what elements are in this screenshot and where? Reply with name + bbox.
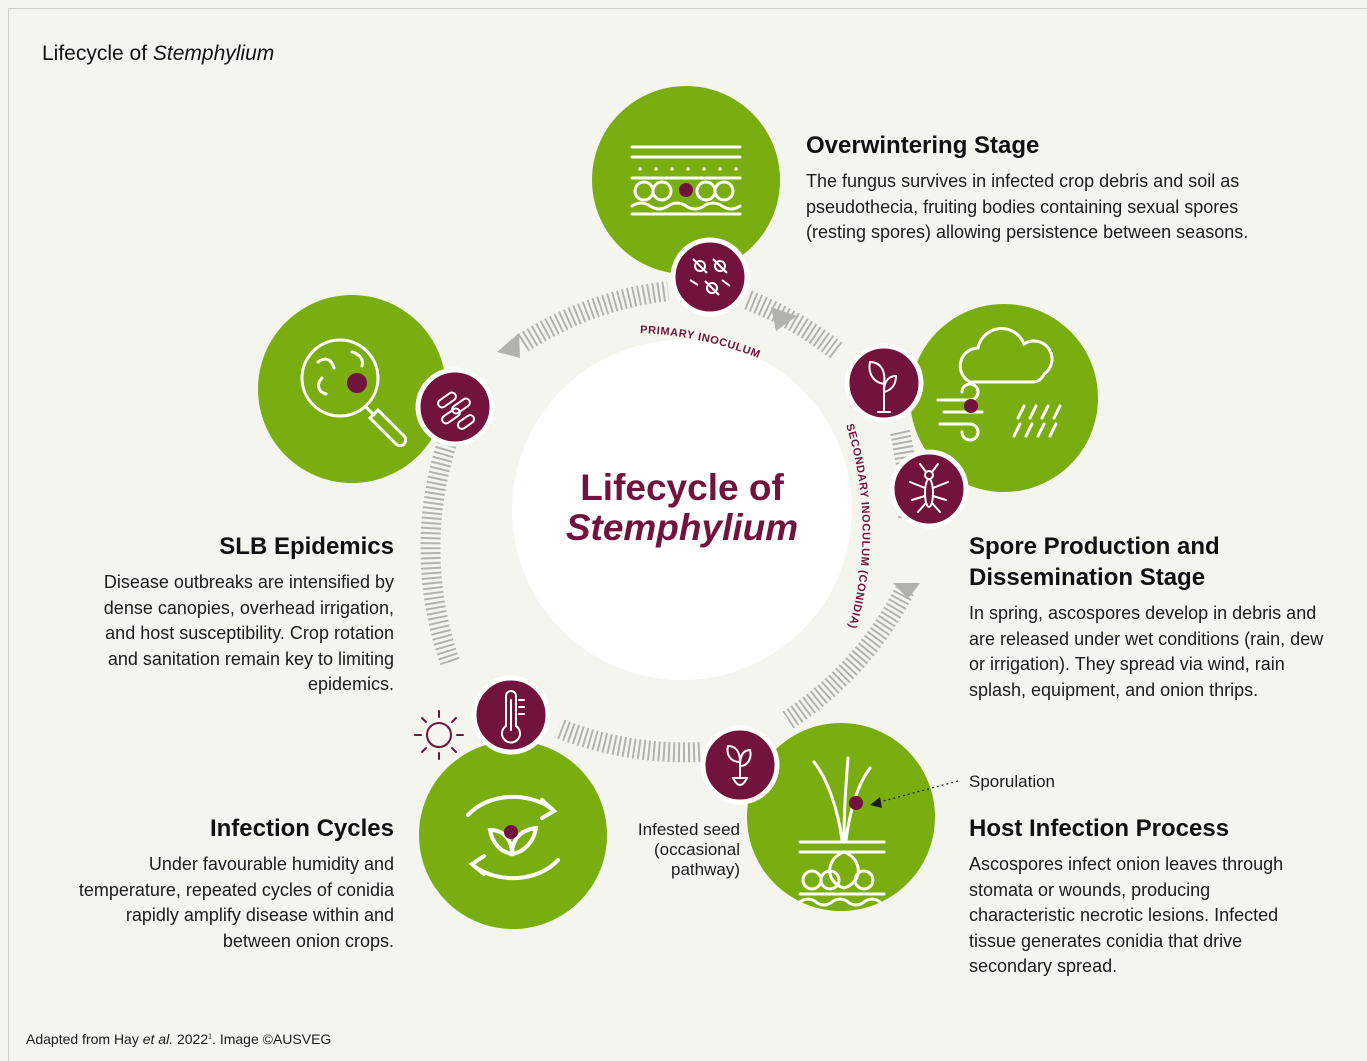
arrowhead-left-top	[497, 333, 520, 358]
host-infection-stage-block: Host Infection Process Ascospores infect…	[969, 813, 1309, 980]
infection-cycles-node	[419, 741, 607, 929]
thermometer-icon	[501, 690, 525, 744]
seedling-node	[844, 343, 924, 423]
sun-icon	[414, 710, 464, 760]
thermometer-node	[471, 675, 551, 755]
thrips-node	[889, 449, 969, 529]
page-title: Lifecycle of Stemphylium	[42, 42, 275, 65]
thrips-insect-icon	[909, 463, 949, 513]
arrowhead-top-right	[771, 307, 797, 331]
center-title: Lifecycle of Stemphylium	[512, 388, 852, 628]
infection-cycles-title: Infection Cycles	[209, 815, 394, 842]
center-title-line1: Lifecycle of	[580, 467, 784, 508]
conidia-badge	[415, 367, 495, 447]
spores-node	[670, 237, 750, 317]
host-infection-title: Host Infection Process	[969, 815, 1230, 842]
ring-segment-left	[420, 436, 460, 666]
center-title-line2: Stemphylium	[565, 507, 799, 548]
magnifier-icon	[300, 338, 408, 448]
overwintering-stage-block: Overwintering Stage The fungus survives …	[806, 130, 1276, 246]
spore-production-infection-dot	[964, 399, 978, 413]
spores-icon	[689, 258, 731, 296]
arrowhead-right	[893, 583, 920, 599]
slb-epidemics-node	[258, 295, 446, 483]
cycle-arrowheads	[497, 307, 920, 599]
seedling-icon	[868, 360, 898, 413]
overwintering-text: The fungus survives in infected crop deb…	[806, 171, 1249, 242]
center-circle	[512, 340, 852, 680]
cycle-arrows-icon	[466, 795, 560, 881]
slb-infection-dot	[347, 373, 367, 393]
ring-segment-top-left	[517, 281, 670, 352]
host-infection-dot	[849, 796, 863, 810]
spore-production-node	[910, 304, 1098, 492]
slb-epidemics-title: SLB Epidemics	[219, 533, 394, 560]
sporulation-label: Sporulation	[969, 772, 1056, 791]
thrips-badge	[889, 449, 969, 529]
infection-cycles-stage-block: Infection Cycles Under favourable humidi…	[54, 813, 394, 954]
overwintering-infection-dot	[679, 183, 693, 197]
soil-debris-icon	[630, 145, 742, 216]
page-frame	[8, 8, 1367, 1061]
sporulation-pointer	[875, 780, 959, 804]
sporulation-pointer-head	[870, 797, 882, 808]
overwintering-green-circle	[592, 86, 780, 274]
onion-plant-icon	[798, 756, 886, 907]
spore-production-text: In spring, ascospores develop in debris …	[969, 603, 1324, 700]
infested-seed-label: Infested seed (occasional pathway)	[637, 820, 740, 879]
host-infection-node	[747, 723, 935, 911]
conidia-node	[415, 367, 495, 447]
seed-sprout-node	[700, 725, 780, 805]
image-credit: Adapted from Hay et al. 20221. Image ©AU…	[26, 1031, 332, 1047]
ring-segment-top-right	[744, 290, 845, 360]
infection-cycles-text: Under favourable humidity and temperatur…	[78, 854, 394, 951]
conidia-icon	[437, 391, 476, 430]
slb-epidemics-stage-block: SLB Epidemics Disease outbreaks are inte…	[84, 531, 394, 698]
overwintering-node	[592, 86, 780, 274]
overwintering-title: Overwintering Stage	[806, 132, 1040, 159]
host-infection-text: Ascospores infect onion leaves through s…	[969, 854, 1284, 976]
cycle-ring	[420, 281, 919, 763]
slb-epidemics-text: Disease outbreaks are intensified by den…	[103, 572, 394, 694]
host-infection-green-circle	[747, 723, 935, 911]
spores-badge	[670, 237, 750, 317]
infection-cycles-dot	[504, 825, 518, 839]
seed-sprout-icon	[726, 744, 752, 786]
ring-segment-bottom	[554, 718, 701, 763]
